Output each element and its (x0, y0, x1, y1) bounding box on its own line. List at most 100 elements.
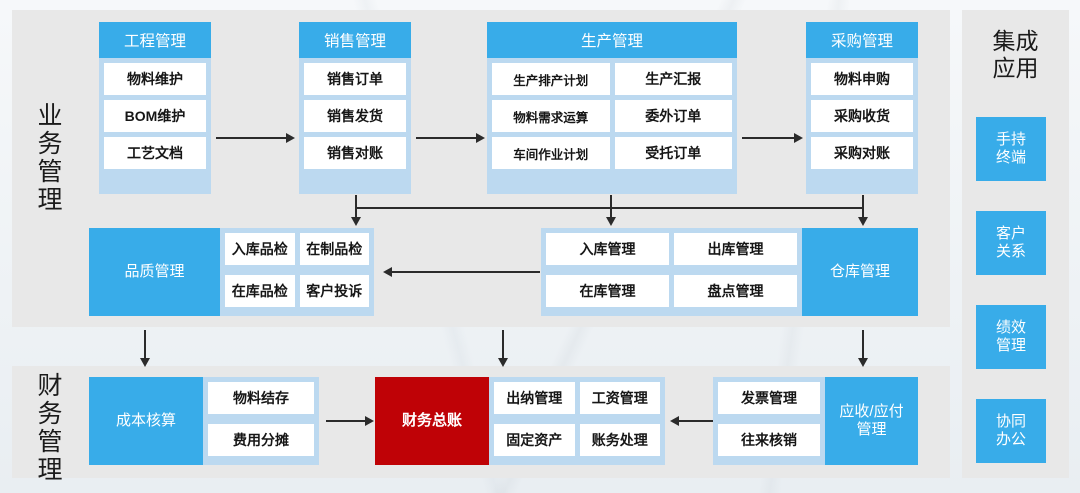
bus-drop-production (610, 195, 612, 219)
arrow-sales-to-production-head (476, 133, 485, 143)
arrow-to-receivable-line (862, 330, 864, 360)
integration-button-1-line1: 客户 (995, 225, 1026, 242)
item-purchase-2[interactable]: 采购对账 (811, 137, 913, 169)
item-production-2[interactable]: 物料需求运算 (492, 100, 610, 132)
module-production-header: 生产管理 (487, 22, 737, 58)
integration-button-2-line1: 绩效 (995, 319, 1026, 336)
arrow-engineering-to-sales-line (216, 137, 286, 139)
rail-char: 业 (37, 102, 63, 130)
rail-char: 理 (37, 456, 63, 484)
bus-drop-purchase-head (858, 217, 868, 226)
bus-drop-sales-head (351, 217, 361, 226)
module-cost-accounting[interactable]: 成本核算 物料结存 费用分摊 (89, 377, 319, 465)
item-engineering-2[interactable]: 工艺文档 (104, 137, 206, 169)
module-quality[interactable]: 品质管理 入库品检 在制品检 在库品检 客户投诉 (89, 228, 374, 316)
rail-char: 管 (37, 158, 63, 186)
item-quality-0[interactable]: 入库品检 (225, 233, 295, 265)
bus-line-horizontal (355, 207, 863, 209)
bus-drop-sales (355, 195, 357, 219)
module-receivable-payable[interactable]: 发票管理 往来核销 应收/应付 管理 (713, 377, 918, 465)
arrow-warehouse-to-ledger-head (498, 358, 508, 367)
item-production-3[interactable]: 委外订单 (614, 100, 732, 132)
item-receivable-0[interactable]: 发票管理 (718, 382, 820, 414)
module-sales-header: 销售管理 (299, 22, 411, 58)
module-warehouse[interactable]: 入库管理 出库管理 在库管理 盘点管理 仓库管理 (541, 228, 918, 316)
module-engineering[interactable]: 工程管理 物料维护 BOM维护 工艺文档 (99, 22, 211, 194)
integration-button-performance-management[interactable]: 绩效 管理 (976, 305, 1046, 369)
item-ledger-3[interactable]: 账务处理 (579, 423, 660, 456)
item-quality-1[interactable]: 在制品检 (299, 233, 369, 265)
bus-drop-purchase (862, 195, 864, 219)
module-cost-accounting-header: 成本核算 (89, 377, 203, 465)
integration-button-1-line2: 关系 (995, 243, 1026, 260)
module-receivable-payable-header-line2: 管理 (856, 421, 887, 438)
item-engineering-0[interactable]: 物料维护 (104, 63, 206, 95)
item-warehouse-1[interactable]: 出库管理 (674, 233, 797, 265)
module-engineering-header: 工程管理 (99, 22, 211, 58)
item-production-0[interactable]: 生产排产计划 (492, 63, 610, 95)
item-cost-0[interactable]: 物料结存 (208, 382, 314, 414)
rail-char: 务 (37, 400, 63, 428)
integration-button-0-line1: 手持 (995, 131, 1026, 148)
bus-drop-production-head (606, 217, 616, 226)
module-quality-header: 品质管理 (89, 228, 220, 316)
module-general-ledger-header: 财务总账 (375, 377, 489, 465)
arrow-sales-to-production-line (416, 137, 476, 139)
module-general-ledger[interactable]: 财务总账 出纳管理 工资管理 固定资产 账务处理 (375, 377, 665, 465)
integration-button-handheld-terminal[interactable]: 手持 终端 (976, 117, 1046, 181)
finance-management-rail-label: 财 务 管 理 (30, 372, 70, 484)
item-warehouse-2[interactable]: 在库管理 (546, 274, 669, 307)
item-warehouse-3[interactable]: 盘点管理 (674, 274, 797, 307)
rail-char: 务 (37, 130, 63, 158)
arrow-warehouse-to-quality-head (383, 267, 392, 277)
arrow-engineering-to-sales-head (286, 133, 295, 143)
module-receivable-payable-header-line1: 应收/应付 (839, 403, 904, 421)
arrow-receivable-to-ledger-line (679, 420, 715, 422)
arrow-production-to-purchase-head (794, 133, 803, 143)
rail-char: 理 (37, 186, 63, 214)
item-quality-2[interactable]: 在库品检 (225, 274, 295, 307)
rail-char: 管 (37, 428, 63, 456)
item-ledger-0[interactable]: 出纳管理 (494, 382, 575, 414)
arrow-production-to-purchase-line (742, 137, 794, 139)
module-purchase-header: 采购管理 (806, 22, 918, 58)
arrow-to-receivable-head (858, 358, 868, 367)
item-sales-2[interactable]: 销售对账 (304, 137, 406, 169)
module-warehouse-header: 仓库管理 (802, 228, 918, 316)
item-receivable-1[interactable]: 往来核销 (718, 423, 820, 456)
integration-button-customer-relations[interactable]: 客户 关系 (976, 211, 1046, 275)
integration-button-collaborative-office[interactable]: 协同 办公 (976, 399, 1046, 463)
integration-button-3-line1: 协同 (995, 413, 1026, 430)
module-purchase[interactable]: 采购管理 物料申购 采购收货 采购对账 (806, 22, 918, 194)
integration-button-3-line2: 办公 (995, 431, 1026, 448)
integration-button-0-line2: 终端 (995, 149, 1026, 166)
rail-char: 财 (37, 372, 63, 400)
item-production-5[interactable]: 受托订单 (614, 137, 732, 169)
item-ledger-1[interactable]: 工资管理 (579, 382, 660, 414)
arrow-warehouse-to-quality-line (392, 271, 540, 273)
item-purchase-0[interactable]: 物料申购 (811, 63, 913, 95)
item-purchase-1[interactable]: 采购收货 (811, 100, 913, 132)
integration-title-line1: 集成 (992, 28, 1039, 54)
item-warehouse-0[interactable]: 入库管理 (546, 233, 669, 265)
arrow-warehouse-to-ledger-line (502, 330, 504, 360)
item-sales-1[interactable]: 销售发货 (304, 100, 406, 132)
module-production[interactable]: 生产管理 生产排产计划 生产汇报 物料需求运算 委外订单 车间作业计划 受托订单 (487, 22, 737, 194)
module-sales[interactable]: 销售管理 销售订单 销售发货 销售对账 (299, 22, 411, 194)
arrow-cost-to-ledger-head (365, 416, 374, 426)
module-receivable-payable-header: 应收/应付 管理 (825, 377, 918, 465)
item-production-1[interactable]: 生产汇报 (614, 63, 732, 95)
item-cost-1[interactable]: 费用分摊 (208, 423, 314, 456)
integration-button-2-line2: 管理 (995, 337, 1026, 354)
arrow-quality-to-cost-head (140, 358, 150, 367)
arrow-cost-to-ledger-line (326, 420, 365, 422)
arrow-receivable-to-ledger-head (670, 416, 679, 426)
integration-title-line2: 应用 (992, 55, 1039, 82)
item-production-4[interactable]: 车间作业计划 (492, 137, 610, 169)
item-ledger-2[interactable]: 固定资产 (494, 423, 575, 456)
item-engineering-1[interactable]: BOM维护 (104, 100, 206, 132)
item-sales-0[interactable]: 销售订单 (304, 63, 406, 95)
item-quality-3[interactable]: 客户投诉 (299, 274, 369, 307)
arrow-quality-to-cost-line (144, 330, 146, 360)
